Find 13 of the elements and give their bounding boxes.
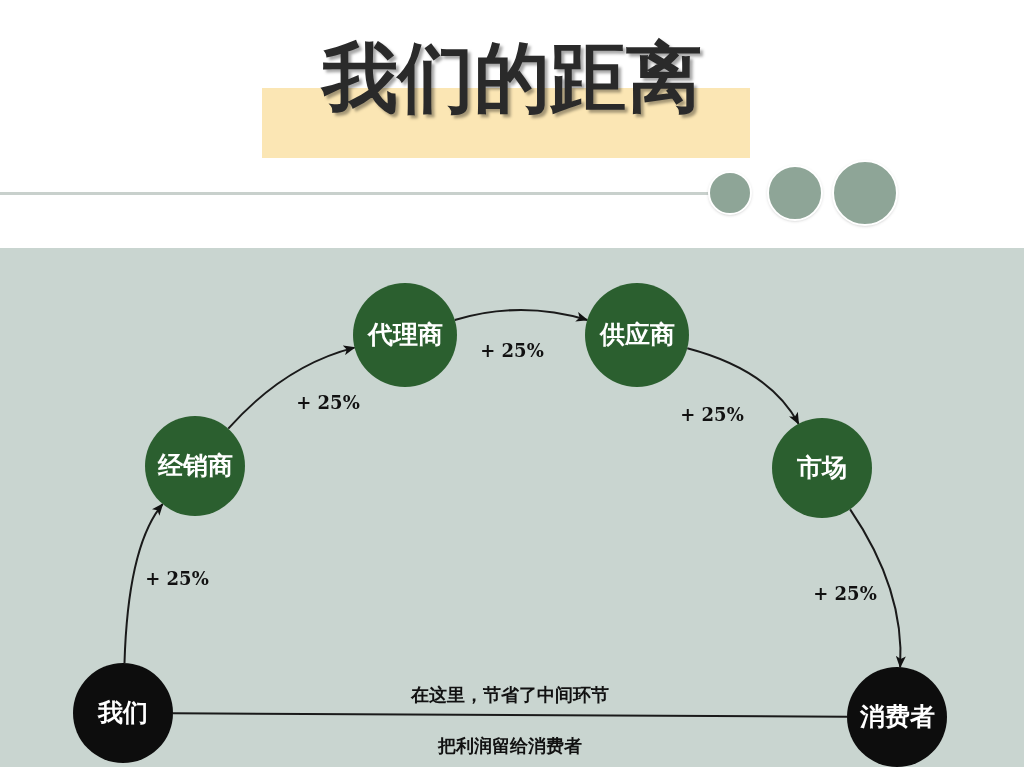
stage-name: 我们 xyxy=(98,697,148,730)
stage-name: 供应商 xyxy=(599,319,675,352)
note-text: 把利润留给消费者 xyxy=(438,733,582,758)
arrow xyxy=(686,347,800,425)
stage-name: 消费者 xyxy=(859,701,935,734)
stage-name: 代理商 xyxy=(367,319,443,352)
stage-name: 经销商 xyxy=(157,450,233,483)
arrow xyxy=(123,503,164,664)
stage-name: 市场 xyxy=(797,452,847,485)
title: 我们的距离 xyxy=(320,40,703,116)
arrow xyxy=(453,309,589,322)
arrow xyxy=(227,345,356,430)
arrow xyxy=(849,508,906,669)
